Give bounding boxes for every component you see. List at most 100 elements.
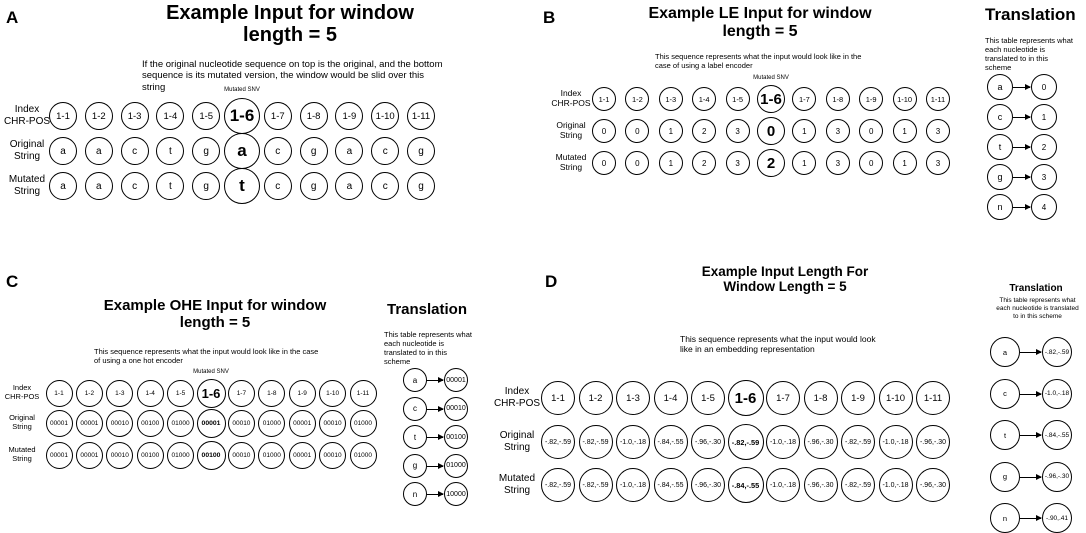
panel-b-original-cell: 0 bbox=[625, 119, 650, 143]
panel-c-translation-nucleotide: c bbox=[403, 396, 427, 421]
panel-c-translation-code: 10000 bbox=[444, 482, 468, 506]
panel-b-mutated-cell: 3 bbox=[725, 151, 750, 175]
panel-b-mutated-cell: 3 bbox=[825, 151, 850, 175]
panel-b-translation-nucleotide: a bbox=[987, 74, 1013, 100]
panel-b-translation-code: 0 bbox=[1031, 74, 1057, 100]
panel-d-translation-arrow bbox=[1020, 515, 1042, 521]
panel-c-index-cell: 1-7 bbox=[227, 379, 255, 407]
panel-c-original-cell: 00010 bbox=[227, 409, 255, 437]
panel-a-mutated-cell: c bbox=[371, 172, 400, 200]
panel-d-translation-arrow bbox=[1020, 390, 1042, 397]
panel-d-mutated-cell: -.96,-.30 bbox=[803, 468, 838, 502]
panel-d-original-cell: -1.0,-.18 bbox=[616, 425, 650, 459]
panel-c-title-line2: length = 5 bbox=[179, 313, 251, 331]
panel-b-mutated-cell: 1 bbox=[658, 151, 683, 175]
panel-a-original-cell: g bbox=[299, 137, 328, 165]
panel-c-index-cell: 1-1 bbox=[45, 379, 73, 407]
panel-a-index-cell: 1-8 bbox=[299, 102, 328, 130]
panel-c-translation-arrow bbox=[427, 434, 444, 440]
panel-b-translation-arrow bbox=[1013, 174, 1031, 180]
panel-a-index-cell: 1-3 bbox=[120, 102, 149, 130]
panel-d-description: This sequence represents what the input … bbox=[680, 334, 876, 355]
panel-a-letter: A bbox=[6, 8, 19, 27]
panel-b-translation-description: This table represents what each nucleoti… bbox=[985, 36, 1073, 72]
panel-b-original-cell: 1 bbox=[892, 119, 917, 143]
panel-a-mutated-cell: c bbox=[263, 172, 292, 200]
panel-a-index-cell: 1-2 bbox=[84, 102, 113, 130]
panel-d-index-cell: 1-11 bbox=[916, 381, 950, 415]
panel-a-original-cell: c bbox=[120, 137, 149, 165]
panel-d-original-cell: -.84,-.55 bbox=[653, 425, 688, 459]
panel-c-translation-nucleotide: n bbox=[403, 482, 427, 506]
panel-c-mutated-cell: 00010 bbox=[227, 441, 255, 469]
panel-a-original-cell: a bbox=[49, 137, 77, 165]
panel-b-original-cell: 0 bbox=[757, 117, 785, 145]
panel-b-original-cell: 0 bbox=[592, 119, 616, 143]
panel-d-index-cell: 1-5 bbox=[691, 381, 725, 415]
panel-a-index-cell: 1-5 bbox=[192, 102, 221, 130]
panel-b-index-cell: 1-7 bbox=[792, 87, 817, 111]
panel-b-index-cell: 1-2 bbox=[625, 87, 650, 111]
panel-b-title: Example LE Input for window length = 5 bbox=[610, 5, 910, 41]
panel-b-title-line1: Example LE Input for window bbox=[648, 5, 872, 22]
panel-c-description: This sequence represents what the input … bbox=[94, 347, 319, 365]
panel-b-translation-code: 3 bbox=[1031, 164, 1057, 190]
panel-c-mutated-cell: 01000 bbox=[349, 441, 377, 469]
panel-c-index-cell: 1-9 bbox=[288, 379, 316, 407]
panel-c-index-cell: 1-8 bbox=[258, 379, 286, 407]
panel-b-index-cell: 1-1 bbox=[592, 87, 616, 111]
panel-c-index-cell: 1-11 bbox=[349, 379, 377, 407]
panel-d-original-cell: -.96,-.30 bbox=[916, 425, 950, 459]
panel-a-mutated-cell: g bbox=[299, 172, 328, 200]
panel-d-index-cell: 1-2 bbox=[578, 381, 613, 415]
panel-b-translation-code: 4 bbox=[1031, 194, 1057, 220]
panel-b-index-cell: 1-6 bbox=[757, 85, 785, 113]
panel-a-index-cell: 1-1 bbox=[49, 102, 77, 130]
panel-b-original-cell: 3 bbox=[825, 119, 850, 143]
panel-c-translation-description: This table represents what each nucleoti… bbox=[384, 330, 472, 366]
panel-d-mutated-cell: -.82,-.59 bbox=[578, 468, 613, 502]
panel-a-title-line2: length = 5 bbox=[243, 24, 337, 47]
panel-b-description: This sequence represents what the input … bbox=[655, 52, 862, 70]
panel-d-mutated-cell: -1.0,-.18 bbox=[766, 468, 800, 502]
panel-c-translation-nucleotide: t bbox=[403, 425, 427, 449]
panel-b-translation-title: Translation bbox=[985, 5, 1076, 24]
panel-c-original-cell: 01000 bbox=[167, 409, 195, 437]
panel-c-mutated-cell: 00100 bbox=[136, 441, 164, 469]
panel-b-translation-nucleotide: c bbox=[987, 104, 1013, 130]
panel-a-mutated-cell: c bbox=[120, 172, 149, 200]
panel-d-translation-arrow bbox=[1020, 473, 1042, 480]
panel-c-original-cell: 01000 bbox=[349, 409, 377, 437]
panel-c-original-cell: 00001 bbox=[45, 409, 73, 437]
panel-d-translation-nucleotide: c bbox=[990, 378, 1020, 409]
panel-b-original-cell: 0 bbox=[859, 119, 884, 143]
panel-c-translation-arrow bbox=[427, 462, 444, 469]
panel-c-mutated-cell: 00001 bbox=[288, 441, 316, 469]
panel-a-mutated-cell: t bbox=[156, 172, 185, 200]
panel-d-translation-code: -.90,.41 bbox=[1042, 503, 1072, 533]
panel-d-index-cell: 1-8 bbox=[803, 381, 838, 415]
panel-b-mutated-cell: 0 bbox=[625, 151, 650, 175]
panel-c-original-cell: 00010 bbox=[319, 409, 347, 437]
panel-b-index-cell: 1-5 bbox=[725, 87, 750, 111]
panel-c-translation-nucleotide: a bbox=[403, 368, 427, 392]
panel-a-mutated-cell: g bbox=[192, 172, 221, 200]
panel-d-mutated-cell: -.84,-.55 bbox=[727, 467, 764, 503]
panel-d-translation-code: -1.0,-.18 bbox=[1042, 378, 1072, 409]
panel-d-translation-nucleotide: t bbox=[990, 420, 1020, 450]
panel-c-index-cell: 1-10 bbox=[319, 379, 347, 407]
panel-d-original-cell: -.96,-.30 bbox=[803, 425, 838, 459]
panel-a-original-cell: g bbox=[192, 137, 221, 165]
panel-c-translation-title: Translation bbox=[386, 301, 468, 318]
panel-b-translation-nucleotide: g bbox=[987, 164, 1013, 190]
panel-b-letter: B bbox=[543, 8, 556, 27]
panel-b-translation-code: 2 bbox=[1031, 134, 1057, 160]
panel-b-translation-arrow bbox=[1013, 144, 1031, 150]
